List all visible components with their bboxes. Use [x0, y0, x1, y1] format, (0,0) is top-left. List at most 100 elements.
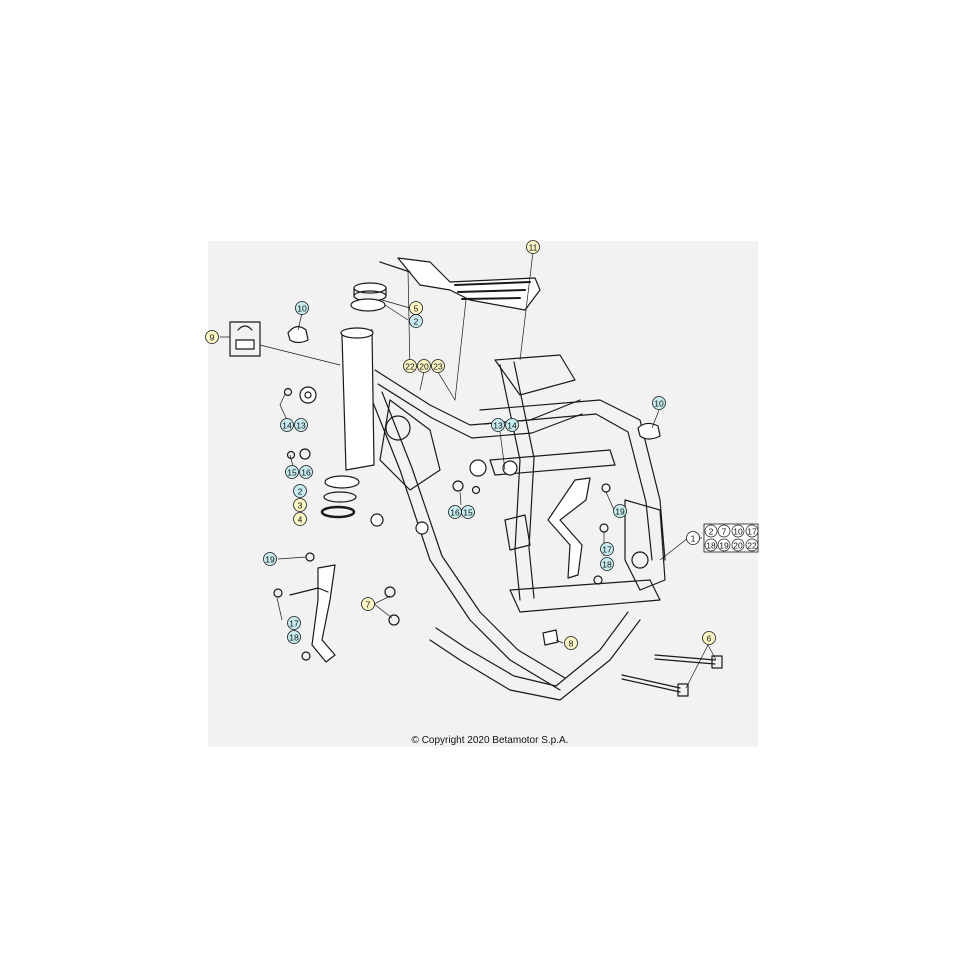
frame-drawing	[229, 257, 723, 701]
kit-callout-label: 10	[733, 527, 743, 537]
leader-13-14	[499, 431, 506, 471]
callout-label: 16	[301, 468, 311, 478]
callout-circle	[409, 314, 423, 328]
callout-16: 16	[448, 505, 462, 519]
part-9-cylinder	[235, 339, 255, 350]
leader-10-left	[297, 312, 303, 331]
leader-10-right	[651, 409, 660, 429]
bushing-center-2	[502, 460, 518, 476]
callout-circle	[263, 552, 277, 566]
frame-rear-plate	[624, 499, 666, 591]
leader-19-left	[277, 556, 307, 560]
callout-5: 5	[409, 301, 423, 315]
leader-9	[220, 336, 341, 366]
frame-top-tube	[374, 369, 581, 426]
bracket-left	[311, 564, 336, 663]
callout-label: 13	[296, 421, 306, 431]
bolt-long-1-head	[711, 655, 723, 669]
callout-label: 13	[493, 421, 503, 431]
callout-14: 14	[505, 418, 519, 432]
callout-circle	[299, 465, 313, 479]
callout-label: 11	[529, 243, 538, 253]
leader-lines	[220, 251, 717, 689]
callout-circle	[564, 636, 578, 650]
callout-circle	[417, 359, 431, 373]
callout-17: 17	[287, 616, 301, 630]
callout-circle	[505, 418, 519, 432]
callout-circle	[287, 616, 301, 630]
frame-rear-vertical	[499, 364, 521, 601]
callout-circle	[287, 630, 301, 644]
nut-7a	[384, 586, 396, 598]
callout-label: 3	[298, 501, 303, 511]
bolt-19-right	[601, 483, 611, 493]
callout-22: 22	[403, 359, 417, 373]
callout-circle	[205, 330, 219, 344]
callout-label: 9	[210, 333, 215, 343]
kit-callout-circle	[745, 524, 759, 538]
callout-18: 18	[287, 630, 301, 644]
bolt-long-1	[654, 654, 716, 665]
frame-top-bracket	[494, 354, 576, 396]
bolt-17-right	[599, 523, 609, 533]
callout-circle	[294, 418, 308, 432]
callout-circle	[686, 531, 700, 545]
kit-callout-circle	[704, 538, 718, 552]
frame-plate-hole	[385, 415, 411, 441]
leader-6	[685, 644, 717, 689]
frame-lower-cradle	[429, 619, 641, 701]
frame-left-spar-inner	[381, 391, 566, 679]
callout-2: 2	[293, 484, 307, 498]
kit-callout-7: 7	[717, 524, 731, 538]
callout-label: 23	[433, 362, 443, 372]
kit-callout-label: 22	[747, 541, 757, 551]
callout-16: 16	[299, 465, 313, 479]
callout-14: 14	[280, 418, 294, 432]
callout-label: 16	[450, 508, 460, 518]
steering-head	[341, 329, 375, 471]
callout-11: 11	[526, 240, 540, 254]
leader-2-top	[384, 304, 409, 321]
bolt-19-left	[305, 552, 315, 562]
leader-8	[555, 639, 564, 644]
kit-callout-20: 20	[731, 538, 745, 552]
leader-22	[407, 269, 411, 373]
callout-19: 19	[613, 504, 627, 518]
callout-10: 10	[652, 396, 666, 410]
callout-label: 17	[602, 545, 612, 555]
callout-label: 19	[265, 555, 275, 565]
nut-7b	[388, 614, 400, 626]
steering-head-top	[340, 327, 374, 339]
bolt-left-a	[283, 387, 293, 397]
nut-left	[299, 448, 311, 460]
bracket-left-arm	[289, 587, 329, 596]
clamp-right	[637, 422, 661, 440]
leader-20	[419, 371, 425, 391]
frame-left-spar	[369, 394, 561, 691]
kit-callout-label: 19	[719, 541, 729, 551]
kit-callout-label: 2	[709, 527, 714, 537]
kit-callout-circle	[745, 538, 759, 552]
frame-lower-cradle-inner	[435, 611, 629, 687]
callout-circle	[285, 465, 299, 479]
callout-label: 14	[282, 421, 292, 431]
bolt-long-2	[621, 674, 681, 693]
frame-rear-vertical-inner	[513, 361, 535, 599]
bushing-left	[299, 386, 317, 404]
leader-1	[659, 537, 689, 561]
frame-gusset	[504, 514, 531, 551]
callout-label: 1	[691, 534, 696, 544]
callout-13: 13	[294, 418, 308, 432]
callout-label: 14	[507, 421, 517, 431]
clamp-left	[287, 326, 309, 344]
callout-8: 8	[564, 636, 578, 650]
callout-circle	[293, 498, 307, 512]
frame-rear-hole	[631, 551, 649, 569]
leader-23	[437, 299, 467, 402]
callout-circle	[403, 359, 417, 373]
kit-callout-10: 10	[731, 524, 745, 538]
bolt-long-2-head	[677, 683, 689, 697]
